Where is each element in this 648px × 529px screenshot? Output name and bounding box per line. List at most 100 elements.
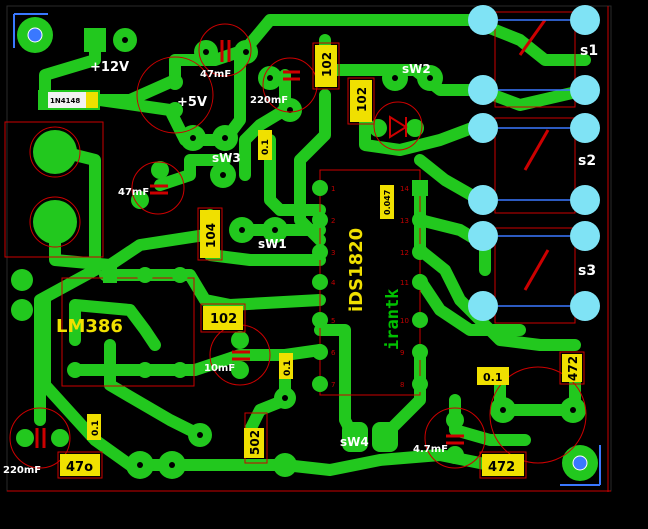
label-sw2: sW2: [402, 62, 431, 76]
pad-s1-c: [468, 75, 498, 105]
pad-5v-1: [167, 74, 183, 90]
outline-cap47-left: [131, 161, 185, 215]
switch-s1-blade: [518, 19, 547, 56]
label-cap10: 10mF: [204, 363, 235, 374]
value-c01r: 0.1: [483, 371, 503, 384]
outline-5v-reg: [136, 56, 214, 134]
pad-drills: [122, 37, 576, 468]
diode-body: [38, 90, 100, 110]
body-r47o: [60, 454, 100, 476]
value-c01a: 0.1: [261, 139, 271, 155]
body-r472r: [562, 354, 582, 382]
pad-cap220b-a: [16, 429, 34, 447]
switch-frame-s1: [494, 11, 576, 108]
label-cap220-top: 220mF: [250, 95, 288, 106]
trace-right-b: [414, 274, 526, 336]
pad-s3-a: [468, 221, 498, 251]
pad-sw4-b: [372, 422, 398, 452]
switch-pads: [468, 5, 600, 321]
switch-frame-s3: [494, 227, 576, 324]
trace-lm386-left: [69, 299, 161, 351]
trace-lm386-out: [104, 339, 206, 441]
trace-220: [239, 69, 291, 181]
value-r102-left: 102: [210, 312, 237, 327]
value-r102-top: 102: [320, 52, 334, 77]
label-cap220-bottom: 220mF: [3, 465, 41, 476]
body-r502: [244, 428, 264, 458]
trace-lm386-top: [99, 269, 326, 311]
label-sw3: sW3: [212, 151, 241, 165]
body-c01-bl: [87, 414, 101, 440]
resistor-outlines: [57, 42, 585, 479]
pin-number: 14: [400, 185, 409, 193]
resistor-bodies: [60, 45, 582, 476]
pad-s2-c: [468, 185, 498, 215]
body-r102-top: [315, 45, 337, 87]
switch-links: [498, 19, 570, 307]
label-s1: s1: [580, 43, 598, 59]
label-12v: +12V: [90, 60, 129, 75]
body-c01b: [279, 353, 293, 379]
pad-s3-d: [570, 291, 600, 321]
pin-number: 10: [400, 317, 409, 325]
label-sw4: sW4: [340, 435, 369, 449]
trace-jack2: [49, 219, 211, 271]
value-r502: 502: [248, 430, 262, 455]
label-s3: s3: [578, 263, 596, 279]
pin-number: 3: [331, 249, 335, 257]
pad-s3-b: [570, 221, 600, 251]
pin-number: 13: [400, 217, 409, 225]
pad-cap10-b: [231, 361, 249, 379]
label-cap4-7: 4.7mF: [413, 444, 448, 455]
label-lm386: LM386: [56, 316, 123, 337]
pad-cap47l-a: [131, 191, 149, 209]
pad-5v-2: [167, 102, 183, 118]
component-pads: [11, 28, 586, 479]
label-irantk: irantk: [383, 289, 403, 350]
label-cap47-left: 47mF: [118, 187, 149, 198]
cap-symbols: [35, 40, 464, 448]
pin-number: 1: [331, 185, 335, 193]
silkscreen-labels: +12V +5V 47mF 220mF 47mF 10mF 220mF 4.7m…: [3, 43, 598, 476]
pad-led-b: [406, 119, 424, 137]
switch-contacts: [518, 19, 550, 291]
value-c0047: 0.047: [383, 190, 392, 215]
pad-cap10-a: [231, 331, 249, 349]
pad-lm386-1: [103, 267, 117, 283]
body-r472b: [482, 454, 524, 476]
pin-number: 4: [331, 279, 336, 287]
outline-cap47-top: [198, 23, 252, 77]
jack-outline: [4, 121, 104, 258]
value-c01-bl: 0.1: [91, 420, 101, 436]
body-c0047: [380, 185, 394, 219]
pin-number: 12: [400, 249, 409, 257]
pad-spk-2: [11, 299, 33, 321]
pad-jack-2: [33, 200, 77, 244]
pin-number: 6: [331, 349, 336, 357]
trace-47left: [154, 154, 231, 191]
switch-s3-blade: [523, 249, 550, 291]
trace-01-right: [494, 374, 576, 416]
outline-led: [373, 101, 423, 151]
pad-cap220b-b: [51, 429, 69, 447]
label-cap47-top: 47mF: [200, 69, 231, 80]
pad-s2-d: [570, 185, 600, 215]
body-c01r: [477, 367, 509, 385]
value-r472r: 472: [566, 356, 580, 381]
pad-s1-b: [570, 5, 600, 35]
lm386-outline: [61, 277, 195, 387]
pad-cap4-b: [446, 446, 464, 464]
mount-holes: [13, 13, 601, 486]
pad-s1-d: [570, 75, 600, 105]
pin-number: 7: [331, 381, 335, 389]
component-values: 102 102 0.1 104 0.047 102 0.1 0.1 47o 50…: [66, 52, 580, 475]
value-c104: 104: [204, 223, 218, 248]
component-outlines: [9, 23, 587, 469]
outline-sensor: [489, 366, 587, 464]
pin-number: 8: [400, 381, 404, 389]
trace-top-rail: [39, 14, 591, 106]
pad-spk-1: [11, 269, 33, 291]
pad-r502: [273, 453, 297, 477]
